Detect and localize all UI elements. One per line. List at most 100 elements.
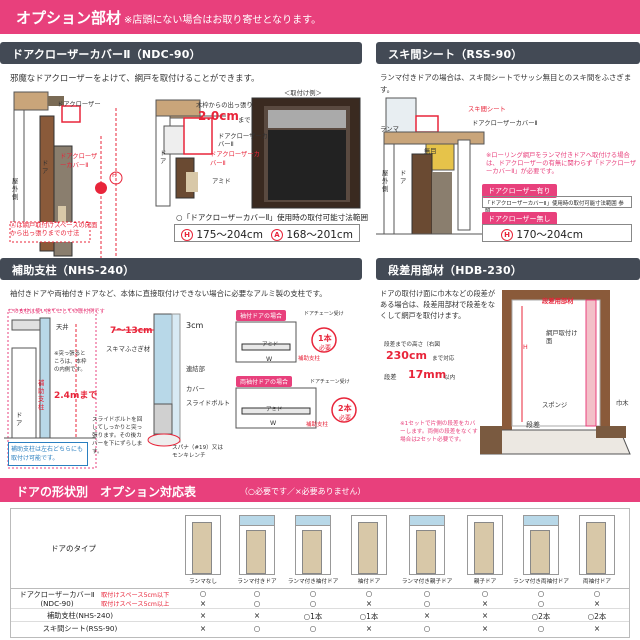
ranma-window (410, 516, 444, 526)
table-cell: ○ (253, 589, 261, 598)
door-panel (586, 522, 606, 574)
door-type-name: ランマ付き袖付ドア (287, 579, 339, 585)
door-type-icon (579, 515, 615, 575)
row-name: ドアクローザーカバーⅡ (19, 590, 95, 599)
rss-cover-label: ドアクローザーカバーⅡ (472, 120, 538, 127)
nhs-amido-label-2: アミド (266, 407, 283, 413)
ranma-window (240, 516, 274, 526)
nhs-top-size: 3cm (186, 321, 204, 330)
door-type-name: 親子ドア (473, 579, 497, 585)
nhs-height-label: 2.4mまで (54, 391, 98, 401)
nhs-chain-label-2: ドアチェーン受け (310, 379, 350, 385)
row-name: スキ間シート(RSS-90) (42, 624, 118, 633)
table-cell: ○ (253, 599, 261, 608)
nhs-spanner-note: スパナ（#19）又はモンキレンチ (172, 445, 223, 459)
door-type-icon (239, 515, 275, 575)
table-note: （○必要です／×必要ありません） (240, 487, 366, 496)
h-circle-icon: H (181, 229, 193, 241)
ndc-note-a: Ⓐは網戸取付けスペースの床面から出っ張りまでの寸法 (10, 222, 98, 237)
ndc-cover-closeup-red: ドアクローザーカバーⅡ (210, 151, 260, 167)
ndc-range-h: H 175～204cm (181, 227, 263, 242)
rss-description: ランマ付きドアの場合は、スキ間シートでサッシ無目とのスキ間をふさぎます。 (380, 73, 632, 94)
table-cell: × (593, 599, 601, 608)
ndc-range-a: A 168～201cm (271, 227, 353, 242)
rss-without-closer-tag: ドアクローザー無し (482, 212, 557, 226)
nhs-connector-label: 連結部 (186, 366, 205, 373)
h-circle-icon: H (501, 229, 513, 241)
nhs-left-right-note: 補助支柱は左右どちらにも取付け可能です。 (8, 442, 88, 466)
hdb-h-mark: H (523, 344, 528, 351)
table-cell: × (365, 599, 373, 608)
table-cell: ○2本 (587, 612, 607, 621)
table-cell: ○ (309, 589, 317, 598)
nhs-case1-tag: 袖付ドアの場合 (236, 310, 287, 321)
ndc-range-box: H 175～204cm A 168～201cm (174, 224, 360, 242)
hdb-step-suffix: 以内 (444, 375, 456, 381)
table-cell: × (199, 611, 207, 620)
nhs-illustration (4, 309, 357, 469)
table-row: スキ間シート(RSS-90) ×○○×○×○× (11, 622, 629, 637)
table-cell: ○ (423, 589, 431, 598)
door-panel (246, 530, 266, 574)
table-cell: × (365, 624, 373, 633)
ndc-cover-closeup-label: ドアクローザーカバーⅡ (218, 133, 268, 148)
section-heading-ndc: ドアクローザーカバーⅡ（NDC-90） (0, 42, 362, 64)
nhs-slide-bolt-label: スライドボルト (186, 400, 231, 407)
nhs-example-label: この支柱は使い捨てとしての取付例です (8, 309, 105, 315)
door-panel (416, 530, 436, 574)
rss-range-box: H 170～204cm (482, 224, 632, 242)
row-cond-2: 取付けスペース5cm以上 (101, 601, 170, 608)
ndc-protrusion-label: 木枠からの出っ張り (196, 102, 253, 109)
rss-mumoku-label: 無目 (424, 148, 437, 155)
nhs-width-range: 7～13cm (110, 326, 153, 336)
door-panel (302, 530, 322, 574)
door-panel (358, 522, 378, 574)
rss-door-label: ドア (400, 170, 407, 185)
hdb-sponge-label: スポンジ (542, 402, 568, 409)
nhs-description: 袖付きドアや両袖付きドアなど、本体に直接取付けできない場合に必要なアルミ製の支柱… (10, 289, 327, 298)
door-type-name: 袖付ドア (357, 579, 381, 585)
nhs-two-need: 必要 (339, 415, 352, 422)
nhs-sukima-label: スキマふさぎ材 (106, 346, 151, 353)
ndc-a-mark: A (97, 186, 102, 193)
ndc-protrusion-unit: まで (238, 117, 251, 124)
nhs-aux-label-2: 補助支柱 (306, 422, 329, 428)
ranma-window (524, 516, 558, 526)
door-type-name: 両袖付ドア (583, 579, 611, 585)
door-type-icon (467, 515, 503, 575)
nhs-one-need: 必要 (319, 345, 332, 352)
row-name: 補助支柱(NHS-240) (46, 611, 113, 620)
rss-sheet-label: スキ間シート (468, 106, 506, 113)
rss-outside-label: 屋外側 (382, 170, 389, 193)
ndc-protrusion-value: 2.0cm (198, 109, 239, 123)
table-cell: × (253, 611, 261, 620)
door-type-icon (523, 515, 559, 575)
ndc-description: 邪魔なドアクローザーをよけて、網戸を取付けることができます。 (10, 73, 260, 83)
table-cell: ○1本 (303, 612, 323, 621)
rss-with-closer-note: 「ドアクローザーカバーⅡ」使用時の取付可能寸法範囲 参照 (482, 196, 632, 215)
hdb-illustration (480, 290, 631, 455)
rss-illustration (376, 97, 486, 235)
table-cell: ○ (537, 599, 545, 608)
nhs-cover-label: カバー (186, 386, 205, 393)
hdb-screen-face-label: 網戸取付け面 (546, 330, 578, 345)
table-header-row: ドアのタイプ (11, 509, 629, 589)
ndc-cover-label: ドアクローザーカバーⅡ (60, 153, 98, 169)
door-type-name: ランマなし (189, 579, 217, 585)
ndc-range-title: ○「ドアクローザーカバーⅡ」使用時の取付可能寸法範囲 (176, 213, 369, 222)
table-cell: ○ (309, 599, 317, 608)
top-banner: オプション部材 ※店頭にない場合はお取り寄せとなります。 (0, 0, 640, 34)
table-row: 補助支柱(NHS-240) ××○1本○1本××○2本○2本 (11, 609, 629, 622)
rss-range-h: H 170～204cm (501, 227, 583, 242)
nhs-door-label: ドア (16, 412, 23, 427)
table-cell: ○ (365, 589, 373, 598)
door-type-icon (409, 515, 445, 575)
option-table: ドアのタイプ ランマなしランマ付きドアランマ付き袖付ドア袖付ドアランマ付き親子ド… (10, 508, 630, 638)
door-type-name: ランマ付き親子ドア (401, 579, 453, 585)
hdb-step-value: 17mm (408, 368, 447, 381)
ndc-screen-label: アミド (212, 178, 231, 185)
door-type-icon (295, 515, 331, 575)
ndc-example-label: ＜取付け例＞ (284, 90, 322, 97)
table-cell: × (199, 624, 207, 633)
nhs-case2-tag: 両袖付ドアの場合 (236, 376, 293, 387)
